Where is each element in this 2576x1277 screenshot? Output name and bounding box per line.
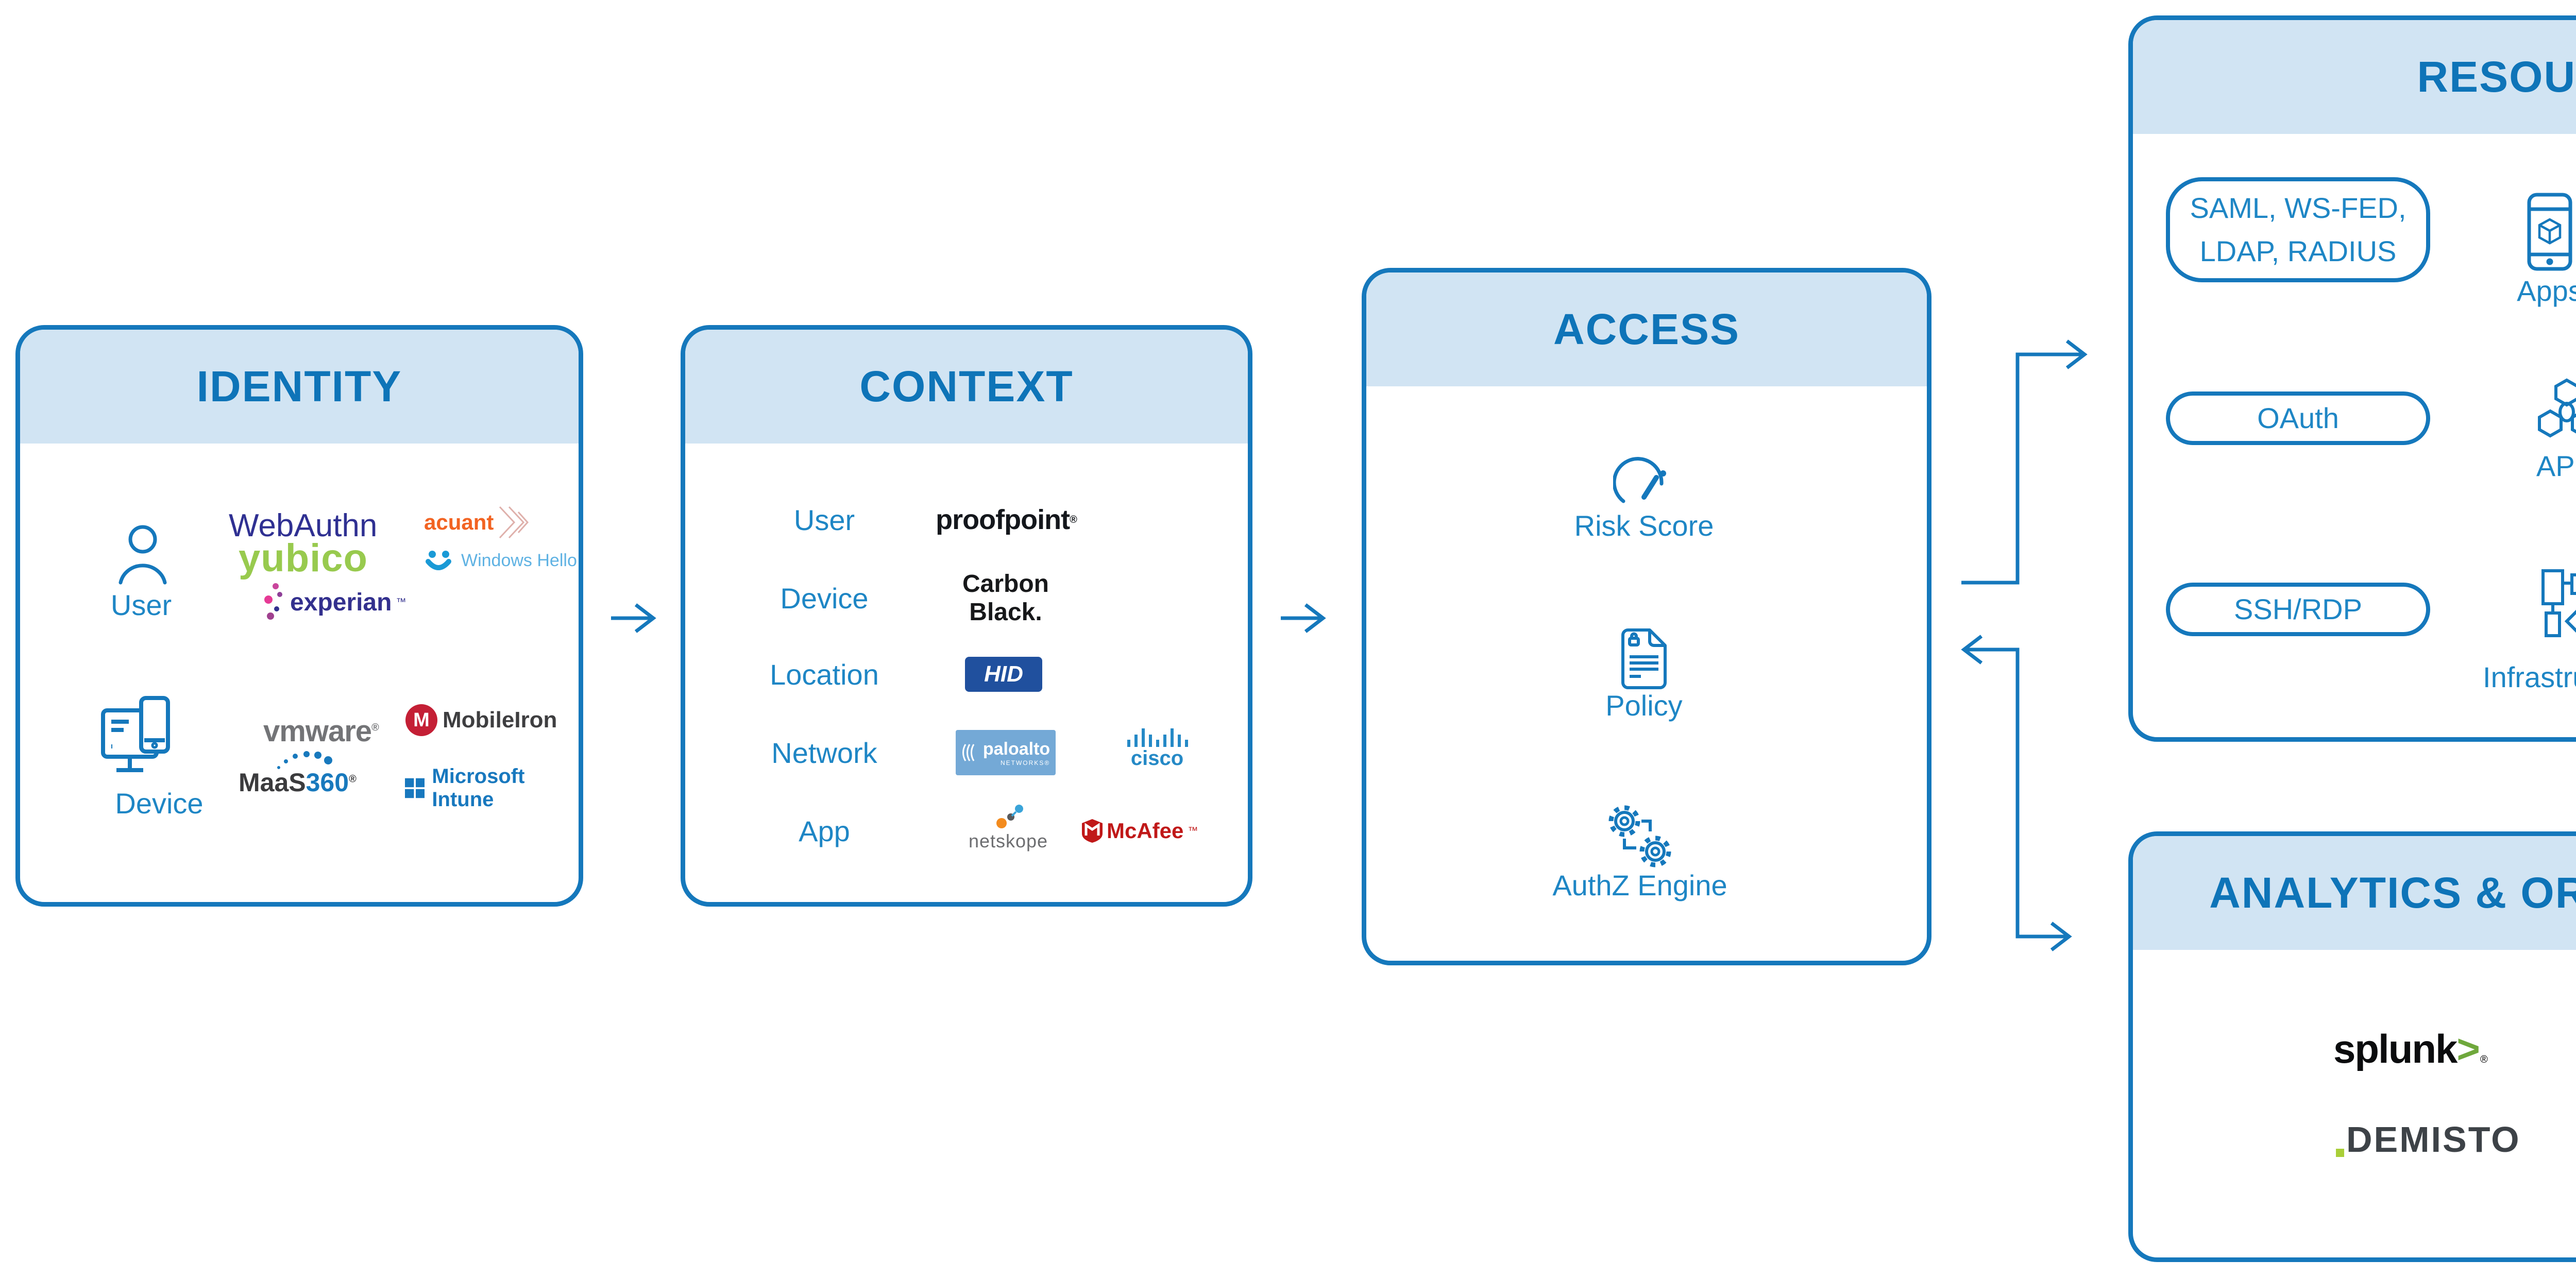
risk-score-label: Risk Score: [1574, 509, 1714, 542]
vmware-logo: vmware®: [263, 714, 379, 748]
cisco-logo: cisco: [1116, 726, 1198, 770]
context-panel: CONTEXT User Device Location Network App…: [681, 325, 1252, 907]
webauthn-logo: WebAuthn: [229, 508, 378, 543]
analytics-header: ANALYTICS & ORCHESTRATION: [2133, 836, 2576, 950]
access-title: ACCESS: [1553, 305, 1740, 353]
paloalto-mark-icon: [962, 744, 975, 761]
demisto-logo: DEMISTO: [2336, 1119, 2576, 1160]
demisto-dot-icon: [2336, 1149, 2344, 1157]
identity-header: IDENTITY: [20, 330, 579, 444]
context-title: CONTEXT: [859, 362, 1074, 411]
identity-user-label: User: [110, 588, 172, 621]
windows-icon: [405, 778, 425, 798]
user-icon: [118, 525, 167, 585]
ssh-rdp-pill: SSH/RDP: [2166, 583, 2430, 636]
apis-label: APIs: [2536, 449, 2576, 482]
windows-hello-smiley-icon: [426, 551, 451, 570]
apis-icon: [2538, 378, 2576, 438]
resources-panel: RESOURCES SAML, WS-FED, LDAP, RADIUS App…: [2128, 15, 2576, 742]
context-row-network-label: Network: [771, 736, 877, 769]
risk-score-gauge-icon: [1613, 457, 1666, 503]
carbon-black-logo: Carbon Black.: [962, 570, 1049, 626]
analytics-title: ANALYTICS & ORCHESTRATION: [2209, 869, 2576, 917]
context-header: CONTEXT: [685, 330, 1248, 444]
mobileiron-logo: M MobileIron: [405, 704, 557, 736]
policy-label: Policy: [1605, 689, 1683, 722]
identity-device-label: Device: [115, 787, 204, 820]
context-row-user-label: User: [793, 503, 855, 536]
cisco-bars-icon: [1127, 728, 1188, 747]
access-header: ACCESS: [1366, 273, 1927, 386]
infrastructure-label: Infrastructure: [2483, 660, 2576, 693]
authz-engine-label: AuthZ Engine: [1552, 869, 1727, 901]
access-panel: ACCESS Risk Score Policy: [1362, 268, 1931, 965]
context-row-app-label: App: [799, 814, 850, 847]
resources-title: RESOURCES: [2417, 53, 2576, 101]
context-row-device-label: Device: [780, 582, 869, 615]
maas360-arc-icon: [277, 751, 332, 769]
netskope-logo: netskope: [944, 804, 1073, 852]
oauth-pill: OAuth: [2166, 391, 2430, 445]
windows-hello-logo: Windows Hello: [424, 546, 577, 575]
arrow-access-analytics: [1964, 648, 2066, 939]
yubico-logo: yubico: [239, 536, 368, 580]
hid-logo: HID: [965, 657, 1042, 692]
policy-document-icon: [1621, 628, 1667, 689]
maas360-logo: MaaS360®: [239, 751, 797, 797]
device-icon: [101, 696, 170, 772]
netskope-icon: [996, 805, 1023, 828]
acuant-logo: acuant: [424, 504, 530, 541]
arrow-access-to-resources: [1961, 352, 2081, 585]
paloalto-logo: paloalto NETWORKS®: [956, 730, 1056, 775]
apps-phone-icon: [2527, 193, 2572, 271]
splunk-logo: splunk>®: [2333, 1026, 2488, 1071]
identity-title: IDENTITY: [196, 362, 402, 411]
identity-panel: IDENTITY User Device WebAuthn yubico: [15, 325, 583, 907]
splunk-chevron-icon: >: [2456, 1026, 2480, 1071]
experian-dots-icon: [264, 583, 282, 620]
infrastructure-icon: [2541, 569, 2576, 637]
mcafee-shield-icon: [1082, 819, 1103, 843]
mobileiron-icon: M: [405, 704, 437, 736]
apps-label: Apps: [2517, 274, 2576, 307]
microsoft-intune-logo: Microsoft Intune: [405, 765, 579, 811]
saml-pill: SAML, WS-FED, LDAP, RADIUS: [2166, 177, 2430, 282]
resources-header: RESOURCES: [2133, 20, 2576, 134]
authz-engine-gears-icon: [1608, 805, 1671, 867]
analytics-panel: ANALYTICS & ORCHESTRATION splunk>® exabe…: [2128, 831, 2576, 1262]
proofpoint-logo: proofpoint®: [936, 504, 1077, 535]
acuant-chevron-icon: [499, 506, 529, 539]
context-row-location-label: Location: [770, 658, 879, 691]
